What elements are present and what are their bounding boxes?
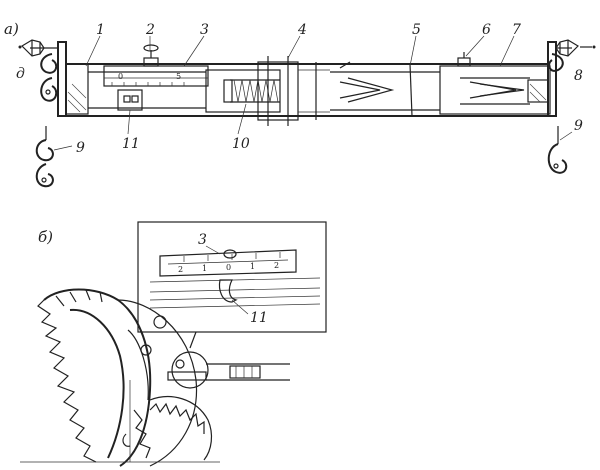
inset-leader-11 <box>231 299 249 315</box>
inset-pointer-line <box>189 331 197 349</box>
scale-clamp <box>117 89 143 111</box>
right-pointer-tip <box>555 39 596 57</box>
callout-8: 8 <box>574 68 583 84</box>
brake-drum <box>149 396 213 461</box>
scale-slider-block: 0 5 <box>103 65 209 87</box>
callout-5: 5 <box>412 22 421 38</box>
inset-scale-mark-1-right: 1 <box>250 262 255 271</box>
inset-callout-3: 3 <box>198 232 207 248</box>
left-end-post <box>57 41 89 117</box>
contact-detail-circle <box>167 351 209 389</box>
right-tube-section <box>439 65 551 115</box>
outer-tube <box>66 63 550 117</box>
callout-4: 4 <box>297 22 307 38</box>
spring-assembly <box>205 69 281 113</box>
inset-scale-mark-2-right: 2 <box>274 261 279 270</box>
inset-callout-11: 11 <box>250 310 268 326</box>
detail-inset <box>137 221 327 333</box>
right-hanging-chain <box>547 126 568 174</box>
left-pointer-tip <box>18 39 58 57</box>
inset-scale-mark-2-left: 2 <box>178 265 183 274</box>
inset-leader-3 <box>205 245 221 255</box>
callout-2: 2 <box>145 22 155 38</box>
callout-11: 11 <box>122 136 140 152</box>
callout-6: 6 <box>482 22 491 38</box>
callout-10: 10 <box>232 136 250 152</box>
callout-1: 1 <box>96 22 105 38</box>
callout-9-right: 9 <box>574 118 583 134</box>
inset-scale-mark-0: 0 <box>226 263 231 272</box>
coupling-sleeve <box>257 56 330 126</box>
callout-d: д <box>16 66 25 82</box>
panel-label-b: б) <box>38 228 53 246</box>
wheel-plumb-line <box>122 380 131 462</box>
locking-thumb-screw <box>143 44 159 67</box>
left-plumb-hook <box>40 53 58 102</box>
callout-7: 7 <box>512 22 521 38</box>
left-hanging-chain <box>35 126 54 188</box>
inner-rod-cone <box>330 61 440 117</box>
inset-scale-mark-1-left: 1 <box>202 264 207 273</box>
gauge-rod <box>206 363 290 381</box>
right-plumb-hook <box>548 53 564 72</box>
rod-scale-mark-5: 5 <box>176 72 181 81</box>
callout-9-left: 9 <box>76 140 85 156</box>
panel-label-a: а) <box>4 20 19 38</box>
callout-3: 3 <box>200 22 209 38</box>
rod-scale-mark-0: 0 <box>118 72 123 81</box>
callout-leaders <box>53 35 573 151</box>
right-end-post <box>547 41 557 117</box>
wheel-tire <box>37 288 152 467</box>
